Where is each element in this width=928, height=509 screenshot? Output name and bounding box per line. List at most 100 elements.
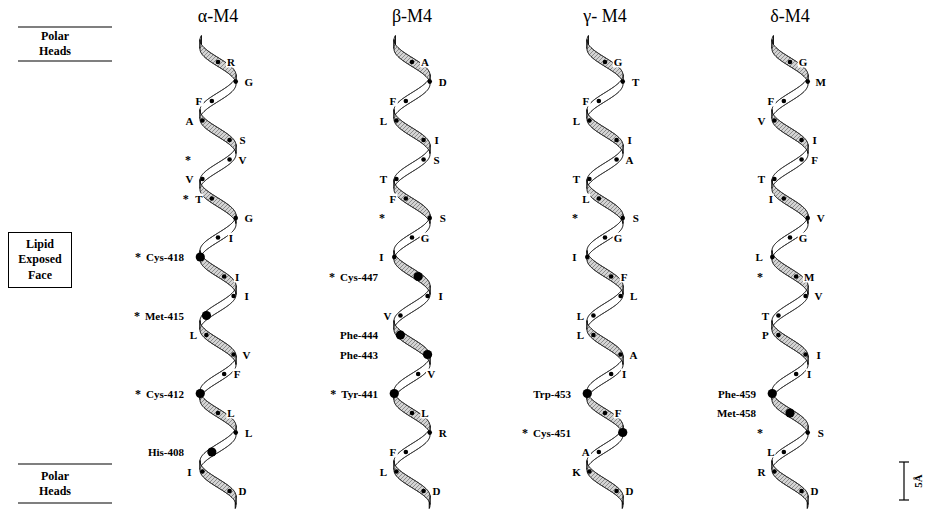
residue-dot bbox=[425, 294, 430, 299]
ribbon-segment bbox=[772, 215, 808, 260]
residue-dot bbox=[803, 294, 808, 299]
ribbon-segment bbox=[772, 180, 808, 224]
asterisk-mark: * bbox=[757, 271, 763, 283]
polar-heads-label: Polar Heads bbox=[30, 29, 80, 59]
residue-dot bbox=[421, 138, 426, 143]
residue-letter: A bbox=[581, 447, 591, 458]
named-residue-dot bbox=[202, 311, 211, 320]
helix-ribbon bbox=[394, 36, 430, 509]
residue-letter: V bbox=[756, 115, 766, 126]
residue-letter: D bbox=[238, 486, 248, 497]
residue-dot bbox=[416, 372, 421, 377]
named-residue-dot bbox=[768, 389, 777, 398]
residue-dot bbox=[609, 372, 614, 377]
residue-letter: F bbox=[614, 408, 623, 419]
residue-dot bbox=[805, 216, 810, 221]
residue-dot bbox=[404, 196, 409, 201]
ribbon-segment bbox=[200, 75, 236, 119]
scale-tick bbox=[899, 461, 909, 462]
ribbon-segment bbox=[394, 40, 430, 84]
ribbon-segment bbox=[772, 461, 808, 505]
residue-letter: V bbox=[242, 349, 252, 360]
scale-tick bbox=[899, 499, 909, 500]
residue-dot bbox=[597, 99, 602, 104]
named-residue-dot bbox=[785, 408, 794, 417]
polar-heads-label: Polar Heads bbox=[30, 469, 80, 499]
residue-dot bbox=[427, 430, 432, 435]
named-residue-dot bbox=[396, 330, 405, 339]
residue-letter: I bbox=[806, 369, 812, 380]
residue-dot bbox=[772, 469, 777, 474]
residue-name: Cys-412 bbox=[146, 388, 184, 399]
asterisk-mark: * bbox=[379, 212, 385, 224]
ribbon-segment bbox=[394, 461, 430, 505]
scale-label: 5Å bbox=[913, 474, 924, 487]
residue-letter: I bbox=[621, 369, 627, 380]
ribbon-segment bbox=[587, 426, 623, 470]
helix-title: δ-M4 bbox=[770, 7, 809, 25]
residue-dot bbox=[794, 274, 799, 279]
residue-name: Phe-443 bbox=[340, 349, 378, 360]
residue-letter: I bbox=[437, 291, 443, 302]
residue-letter: G bbox=[420, 232, 431, 243]
residue-dot bbox=[410, 235, 415, 240]
residue-dot bbox=[410, 60, 415, 65]
asterisk-mark: * bbox=[134, 310, 140, 322]
ribbon-segment bbox=[200, 461, 236, 505]
residue-dot bbox=[618, 294, 623, 299]
residue-letter: T bbox=[194, 193, 203, 204]
ribbon-segment bbox=[772, 145, 808, 189]
ribbon-segment bbox=[772, 110, 808, 154]
residue-dot bbox=[770, 255, 775, 260]
residue-letter: L bbox=[226, 408, 235, 419]
residue-dot bbox=[398, 313, 403, 318]
residue-dot bbox=[614, 138, 619, 143]
residue-letter: D bbox=[432, 486, 442, 497]
residue-dot bbox=[427, 216, 432, 221]
residue-letter: T bbox=[572, 174, 581, 185]
residue-letter: L bbox=[420, 408, 429, 419]
residue-name: Phe-444 bbox=[340, 330, 378, 341]
residue-dot bbox=[772, 118, 777, 123]
residue-letter: M bbox=[815, 76, 827, 87]
boundary-line bbox=[18, 60, 112, 61]
residue-letter: T bbox=[757, 174, 766, 185]
residue-letter: R bbox=[756, 466, 766, 477]
residue-dot bbox=[782, 196, 787, 201]
residue-letter: V bbox=[238, 154, 248, 165]
residue-letter: L bbox=[379, 115, 388, 126]
residue-dot bbox=[620, 216, 625, 221]
residue-dot bbox=[603, 235, 608, 240]
residue-dot bbox=[233, 79, 238, 84]
residue-dot bbox=[597, 196, 602, 201]
residue-dot bbox=[421, 489, 426, 494]
named-residue-dot bbox=[196, 252, 205, 261]
residue-dot bbox=[227, 489, 232, 494]
residue-letter: D bbox=[438, 76, 448, 87]
residue-dot bbox=[222, 372, 227, 377]
residue-dot bbox=[200, 118, 205, 123]
residue-letter: G bbox=[798, 232, 809, 243]
boundary-line bbox=[18, 463, 112, 464]
residue-dot bbox=[421, 157, 426, 162]
residue-dot bbox=[227, 157, 232, 162]
ribbon-segment bbox=[772, 286, 808, 330]
residue-dot bbox=[200, 177, 205, 182]
ribbon-segment bbox=[587, 40, 623, 84]
helix-title: α-M4 bbox=[198, 7, 238, 25]
residue-dot bbox=[233, 430, 238, 435]
residue-dot bbox=[587, 177, 592, 182]
residue-letter: I bbox=[378, 252, 384, 263]
named-residue-dot bbox=[583, 389, 592, 398]
residue-letter: L bbox=[572, 115, 581, 126]
ribbon-segment bbox=[587, 321, 623, 365]
ribbon-segment bbox=[200, 215, 236, 260]
ribbon-segment bbox=[772, 356, 808, 400]
asterisk-mark: * bbox=[135, 388, 141, 400]
label-box: Lipid Exposed Face bbox=[8, 232, 72, 289]
membrane-markers bbox=[18, 27, 909, 503]
helix-group bbox=[196, 36, 810, 509]
ribbon-segment bbox=[200, 145, 236, 189]
residue-dot bbox=[609, 274, 614, 279]
ribbon-segment bbox=[394, 391, 430, 435]
